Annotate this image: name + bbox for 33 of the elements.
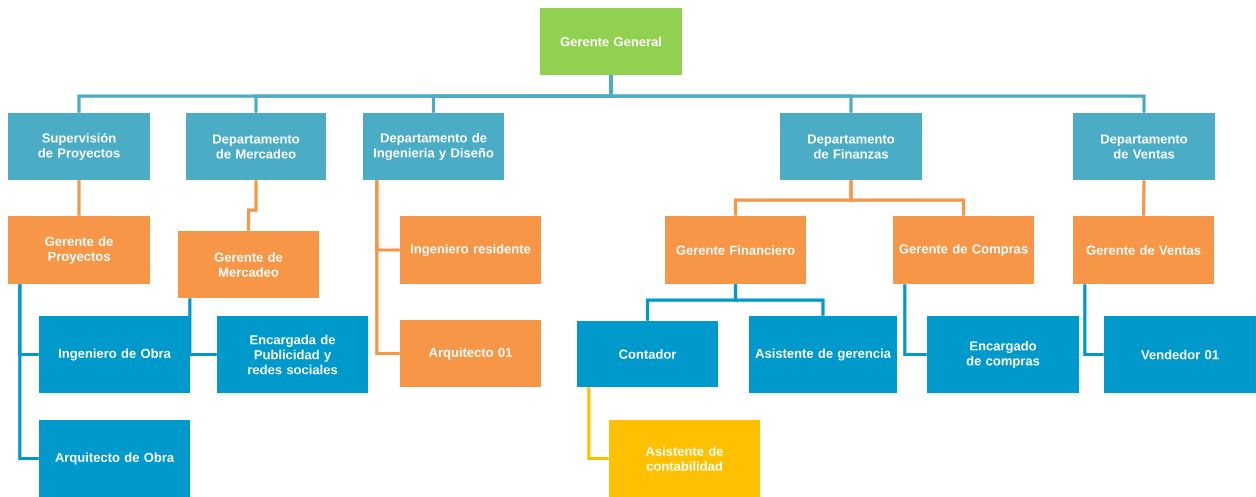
role-box: Arquitecto de Obra (39, 420, 190, 497)
connector-line (609, 75, 1146, 113)
role-box: Departamento de Ingenieria y Diseño (363, 113, 504, 180)
connector-line (77, 180, 81, 216)
role-box: Asistente de contabilidad (609, 420, 760, 497)
role-box: Contador (577, 321, 718, 387)
connector-line (849, 180, 966, 216)
connector-line (733, 284, 825, 316)
connector-line (1083, 284, 1104, 357)
role-box: Gerente de Ventas (1073, 216, 1214, 284)
role-box: Gerente de Mercadeo (178, 231, 319, 298)
role-box: Ingeniero residente (400, 216, 541, 284)
role-box: Departamento de Finanzas (780, 113, 922, 180)
role-box: Departamento de Ventas (1073, 113, 1215, 180)
role-box: Asistente de gerencia (749, 316, 897, 393)
role-box: Supervisión de Proyectos (8, 113, 150, 180)
role-box: Departamento de Mercadeo (186, 113, 326, 180)
role-box: Encargado de compras (927, 316, 1079, 393)
ceo-box: Gerente General (540, 8, 682, 75)
role-box: Arquitecto 01 (400, 320, 541, 387)
connector-line (18, 284, 39, 461)
role-box: Ingeniero de Obra (39, 316, 190, 393)
connector-line (188, 298, 217, 357)
role-box: Gerente de Proyectos (8, 216, 150, 284)
role-box: Encargada de Publicidad y redes sociales (217, 316, 368, 393)
connector-line (375, 180, 400, 356)
connector-line (587, 387, 609, 461)
connector-line (1141, 180, 1146, 216)
role-box: Vendedor 01 (1104, 316, 1256, 393)
connector-line (246, 180, 258, 231)
connector-line (903, 284, 927, 357)
role-box: Gerente de Compras (893, 216, 1034, 284)
role-box: Gerente Financiero (665, 216, 806, 284)
